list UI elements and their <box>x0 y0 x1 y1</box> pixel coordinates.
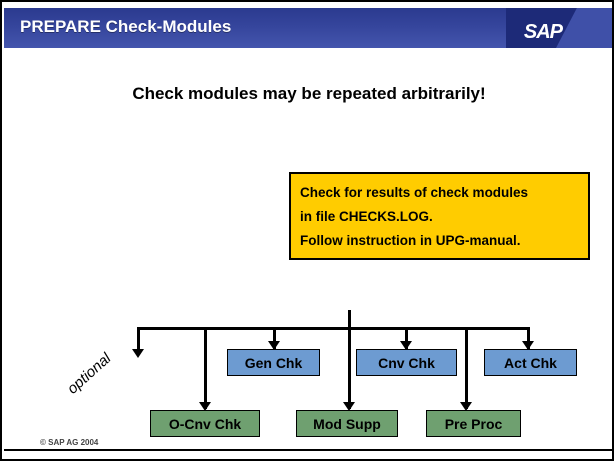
callout-line-2: in file CHECKS.LOG. <box>300 209 433 224</box>
flow-box-cnv-chk[interactable]: Cnv Chk <box>356 349 457 376</box>
sap-logo-text: SAP <box>523 21 563 43</box>
connector-branch-pre-proc <box>465 327 468 409</box>
arrowhead-cnv-chk <box>400 341 412 350</box>
flow-box-act-chk[interactable]: Act Chk <box>484 349 577 376</box>
flow-box-pre-proc[interactable]: Pre Proc <box>426 410 521 437</box>
callout-line-1: Check for results of check modules <box>300 185 529 200</box>
flow-box-o-cnv-chk[interactable]: O-Cnv Chk <box>150 410 260 437</box>
connector-horizontal-bus <box>137 327 530 330</box>
arrowhead-act-chk <box>522 341 534 350</box>
page-title: PREPARE Check-Modules <box>20 17 232 36</box>
footer-divider <box>4 449 612 451</box>
arrowhead-o-cnv-chk <box>199 402 211 411</box>
connector-branch-o-cnv-chk <box>204 327 207 409</box>
connector-branch-optional <box>137 327 140 351</box>
arrowhead-gen-chk <box>268 341 280 350</box>
slide-heading: Check modules may be repeated arbitraril… <box>132 84 486 103</box>
connector-branch-cnv-chk <box>405 327 408 349</box>
arrowhead-pre-proc <box>460 402 472 411</box>
connector-branch-mod-supp <box>348 327 351 409</box>
connector-branch-gen-chk <box>273 327 276 349</box>
arrowhead-optional <box>132 349 144 358</box>
slide-header-bar: PREPARE Check-Modules SAP <box>4 8 612 48</box>
optional-label: optional <box>64 349 115 398</box>
callout-box: Check for results of check modules in fi… <box>289 172 590 260</box>
flow-box-gen-chk[interactable]: Gen Chk <box>227 349 320 376</box>
flow-box-mod-supp[interactable]: Mod Supp <box>296 410 398 437</box>
connector-branch-act-chk <box>527 327 530 349</box>
connector-trunk-from-callout <box>348 310 351 329</box>
footer-copyright: © SAP AG 2004 <box>40 438 99 447</box>
arrowhead-mod-supp <box>343 402 355 411</box>
callout-line-3: Follow instruction in UPG-manual. <box>300 233 521 248</box>
